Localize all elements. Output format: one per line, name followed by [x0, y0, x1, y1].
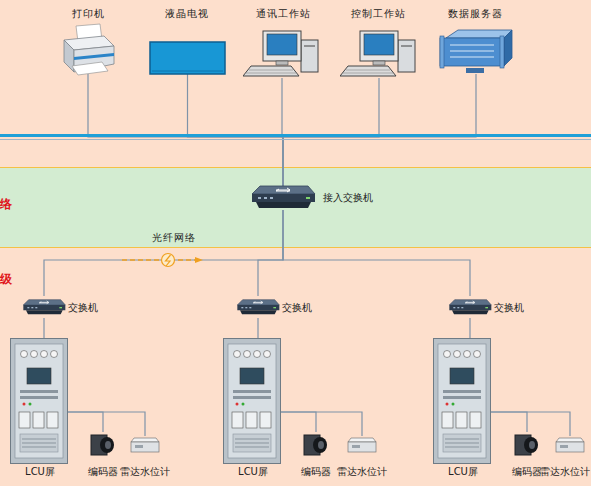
node-label: 雷达水位计 [337, 466, 387, 478]
printer-top [64, 36, 114, 50]
node-label: 编码器 [88, 466, 118, 478]
fiber-bolt [166, 255, 171, 266]
network-link [43, 318, 44, 338]
node-label: 打印机 [72, 8, 105, 20]
switch-icon [23, 300, 65, 315]
node-label: 雷达水位计 [120, 466, 170, 478]
bus-second [0, 139, 591, 140]
bus-line [0, 134, 591, 140]
lcu-cabinet-node: LCU屏 [223, 338, 281, 464]
lcu-cabinet-node: LCU屏 [433, 338, 491, 464]
fiber-head [195, 257, 203, 263]
radar-gauge-node: 雷达水位计 [347, 436, 377, 454]
server-top [446, 30, 512, 38]
printer-front [74, 46, 114, 72]
node-label: 编码器 [512, 466, 542, 478]
server-front [440, 38, 504, 66]
printer-stripe [74, 53, 114, 60]
radar-gauge-node: 雷达水位计 [130, 436, 160, 454]
node-label: 络 [0, 197, 12, 211]
server-handle [440, 36, 444, 68]
network-link [469, 318, 470, 338]
encoder-node: 编码器 [90, 432, 116, 456]
server-side [504, 30, 512, 66]
node-label: 数据服务器 [448, 8, 503, 20]
switch-icon [237, 300, 279, 315]
tv-edge [152, 71, 223, 72]
node-label: 液晶电视 [165, 8, 209, 20]
encoder-icon [304, 435, 327, 455]
node-label: 通讯工作站 [256, 8, 311, 20]
bus-main [0, 134, 591, 137]
node-label: 交换机 [494, 302, 524, 314]
server-slot [450, 57, 494, 58]
node-label: LCU屏 [25, 466, 55, 478]
workstation-icon [340, 31, 415, 76]
server-slot [450, 45, 494, 46]
node-label: LCU屏 [238, 466, 268, 478]
encoder-icon [91, 435, 114, 455]
network-label: 光纤网络 [152, 232, 196, 244]
network-link [281, 412, 362, 436]
workstation-node: 控制工作站 [340, 30, 418, 78]
printer-icon [64, 24, 114, 75]
switch-node: 交换机 [22, 296, 66, 318]
server-handle [500, 36, 504, 68]
printer-side [64, 40, 74, 72]
printer-paper [76, 24, 102, 42]
cabinet-icon [434, 339, 491, 464]
node-label: LCU屏 [448, 466, 478, 478]
access-switch-node: 接入交换机 [250, 186, 316, 210]
server-foot [466, 68, 484, 73]
network-link [68, 412, 145, 436]
network-link [491, 412, 527, 432]
node-label: 控制工作站 [351, 8, 406, 20]
radar-gauge-node: 雷达水位计 [555, 436, 585, 454]
fiber-circle [162, 254, 175, 267]
level-label: 级 [0, 272, 12, 286]
server-node: 数据服务器 [440, 30, 512, 74]
printer-node: 打印机 [62, 26, 114, 74]
network-link [257, 318, 258, 338]
server-slot [450, 51, 494, 52]
radar-icon [348, 438, 376, 452]
fiber-arrow [122, 254, 203, 267]
workstation-icon [243, 31, 318, 76]
switch-node: 交换机 [448, 296, 492, 318]
network-link [68, 412, 103, 432]
radar-icon [131, 438, 159, 452]
cabinet-icon [224, 339, 281, 464]
node-label: 交换机 [282, 302, 312, 314]
network-link [491, 412, 570, 436]
fiber-dash [122, 259, 196, 261]
radar-icon [556, 438, 584, 452]
printer-output [72, 62, 108, 75]
lcu-cabinet-node: LCU屏 [10, 338, 68, 464]
switch-icon [449, 300, 491, 315]
encoder-icon [515, 435, 538, 455]
node-label: 交换机 [68, 302, 98, 314]
network-band: 络 接入交换机 [0, 167, 591, 248]
tv-icon [150, 42, 225, 74]
cabinet-icon [11, 339, 68, 464]
encoder-node: 编码器 [514, 432, 540, 456]
workstation-node: 通讯工作站 [243, 30, 321, 78]
node-label: 雷达水位计 [540, 466, 590, 478]
server-icon [440, 30, 512, 73]
network-link [281, 412, 316, 432]
encoder-node: 编码器 [303, 432, 329, 456]
switch-node: 交换机 [236, 296, 280, 318]
tv-node: 液晶电视 [150, 42, 225, 74]
node-label: 接入交换机 [323, 192, 373, 204]
node-label: 编码器 [301, 466, 331, 478]
tv-screen [150, 42, 225, 74]
